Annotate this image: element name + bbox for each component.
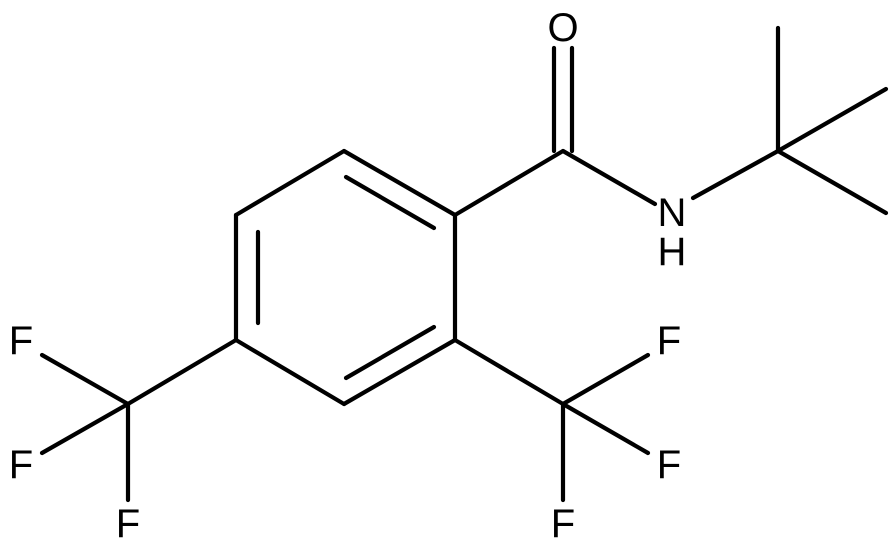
ring-bond-top-left — [233, 148, 347, 218]
fluorine-left-bottom-label: F — [116, 502, 140, 546]
fluorine-right-top-label: F — [657, 319, 681, 363]
oxygen-label: O — [547, 6, 578, 50]
ring-bond-top — [341, 148, 458, 218]
ring-to-carbonyl-bond — [452, 148, 566, 218]
cf3-right-f-mid-bond — [560, 401, 651, 456]
amide-group — [452, 45, 781, 218]
hydrogen-label: H — [658, 230, 687, 274]
cf3-group-right — [452, 337, 651, 503]
fluorine-left-top-label: F — [9, 319, 33, 363]
tbutyl-methyl-lower-right-bond — [775, 148, 889, 216]
ring-double-bond-bottom-right — [343, 324, 437, 381]
benzene-ring — [233, 148, 458, 407]
fluorine-right-bottom-label: F — [551, 502, 575, 546]
fluorine-right-mid-label: F — [657, 443, 681, 487]
cf3-group-left — [39, 337, 239, 503]
carbonyl-to-nitrogen-bond — [560, 148, 658, 207]
ring-to-cf3-right-bond — [452, 337, 566, 407]
ring-bond-bottom-left — [233, 337, 347, 407]
cf3-left-f-mid-bond — [39, 401, 131, 456]
nitrogen-label: N — [658, 191, 687, 235]
ring-bond-bottom-right — [341, 337, 458, 407]
ring-double-bond-top — [343, 174, 437, 231]
ring-to-cf3-left-bond — [125, 337, 239, 407]
tert-butyl-group — [775, 25, 889, 216]
cf3-right-f-top-bond — [560, 352, 651, 407]
nitrogen-to-tbutyl-bond — [690, 148, 781, 201]
cf3-left-f-top-bond — [39, 352, 131, 407]
tbutyl-methyl-upper-right-bond — [775, 86, 889, 154]
fluorine-left-mid-label: F — [9, 443, 33, 487]
